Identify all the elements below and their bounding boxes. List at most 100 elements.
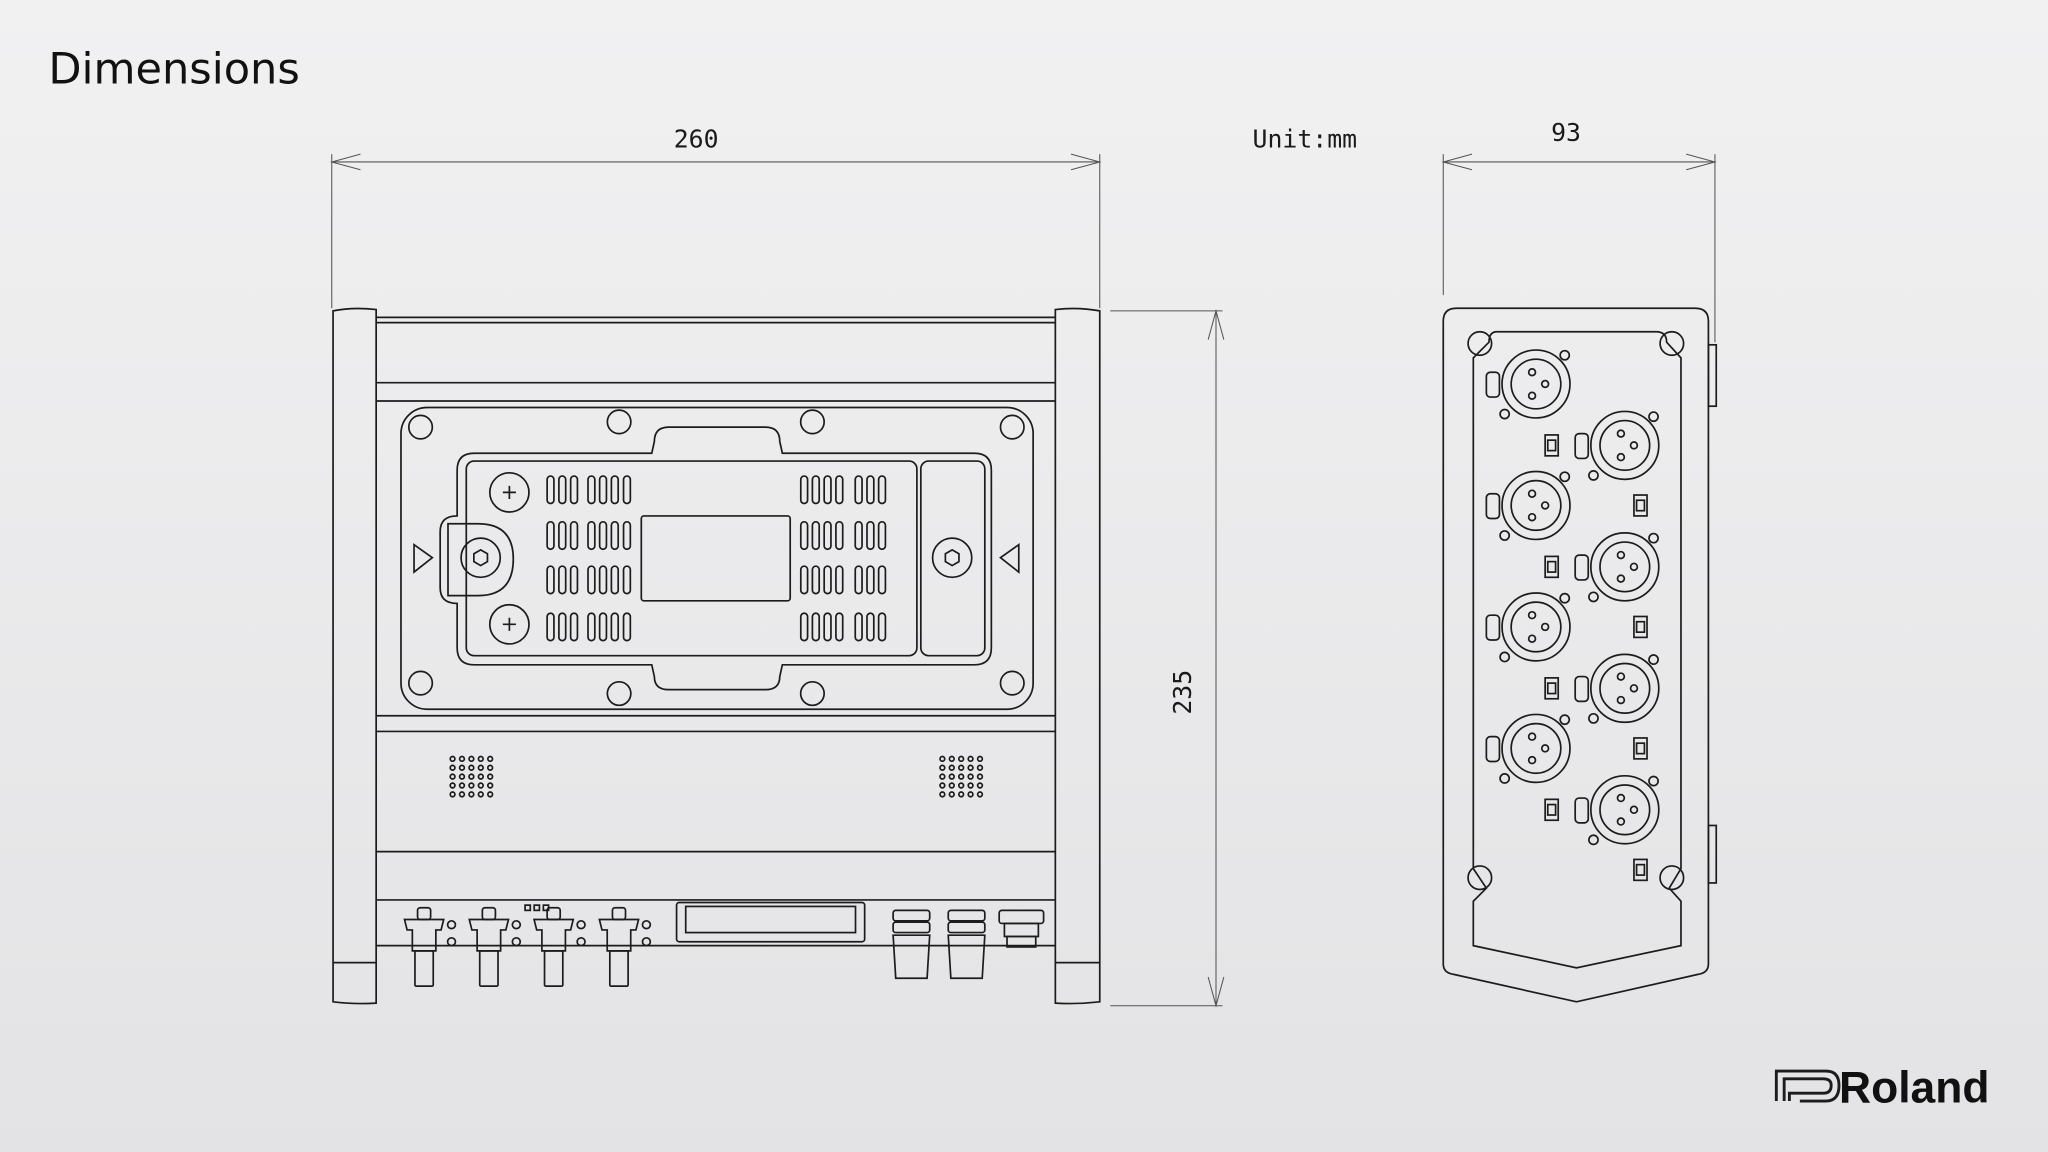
vent-slot: [866, 565, 875, 595]
speaker-hole: [486, 764, 494, 771]
speaker-hole: [458, 773, 466, 780]
pad-switch: [1544, 434, 1560, 457]
front-view-drawing: [332, 307, 1101, 1005]
indicator-led: [533, 904, 541, 912]
vent-slot: [598, 612, 608, 642]
screw-hole: [999, 414, 1025, 440]
speaker-hole: [939, 791, 946, 798]
pad-switch: [1544, 677, 1560, 700]
speaker-hole: [948, 791, 955, 798]
xlr-input-jack: [468, 918, 510, 952]
vent-slot: [854, 475, 863, 505]
vent-slot: [587, 565, 596, 595]
vent-slot: [598, 475, 608, 505]
height-value: 235: [1168, 670, 1197, 715]
side-view-drawing: [1442, 307, 1718, 1003]
xlr-connector: [1590, 774, 1660, 845]
speaker-hole: [468, 764, 475, 771]
vent-slot: [799, 520, 809, 551]
vent-slot: [569, 475, 579, 505]
speaker-hole: [948, 764, 955, 771]
vent-slot: [610, 475, 620, 505]
vent-slot: [587, 475, 596, 505]
vent-slot: [835, 520, 844, 551]
speaker-hole: [957, 782, 965, 789]
output-jack: [998, 909, 1045, 925]
vent-slot: [835, 612, 844, 642]
hex-screw-icon: [460, 537, 502, 579]
pad-switch: [1544, 555, 1560, 579]
speaker-hole: [468, 773, 475, 780]
left-pointing-triangle-icon: [999, 543, 1020, 574]
screw-hole: [1659, 330, 1685, 357]
speaker-hole: [477, 764, 484, 771]
speaker-hole: [957, 764, 965, 771]
vent-slot: [877, 612, 887, 642]
speaker-hole: [458, 755, 466, 763]
speaker-hole: [939, 773, 946, 780]
indicator-led: [524, 904, 532, 912]
vent-slot: [587, 612, 596, 642]
speaker-hole: [967, 791, 974, 798]
speaker-hole: [939, 764, 946, 771]
speaker-hole: [957, 773, 965, 780]
vent-slot: [546, 520, 555, 551]
vent-slot: [877, 520, 887, 551]
vent-slot: [569, 612, 579, 642]
speaker-hole: [486, 782, 494, 789]
vent-slot: [799, 475, 809, 505]
vent-slot: [558, 612, 567, 642]
vent-slot: [546, 475, 555, 505]
screw-hole: [1467, 330, 1493, 357]
vent-slot: [835, 475, 844, 505]
indicator-led: [542, 904, 550, 912]
xlr-input-jack: [598, 918, 640, 952]
speaker-hole: [486, 755, 494, 763]
vent-slot: [854, 565, 863, 595]
speaker-hole: [957, 755, 965, 763]
top-panel: [400, 406, 1034, 711]
vent-slot: [622, 612, 632, 642]
panel-inner-frame: [439, 426, 993, 691]
speaker-hole: [477, 755, 484, 763]
speaker-hole: [458, 782, 466, 789]
plus-screw-icon: [488, 603, 530, 645]
vent-slot: [866, 612, 875, 642]
xlr-latch: [1485, 492, 1501, 520]
speaker-hole: [948, 782, 955, 789]
speaker-hole: [967, 782, 974, 789]
xlr-connector: [1590, 410, 1660, 481]
display-window: [640, 515, 792, 602]
vent-slot: [811, 565, 821, 595]
screw-hole: [606, 680, 632, 707]
speaker-hole: [976, 773, 984, 780]
screw-hole: [999, 670, 1025, 696]
vent-slot: [854, 520, 863, 551]
unit-label: Unit:mm: [1253, 125, 1358, 154]
xlr-connector: [1590, 653, 1660, 724]
screw-hole: [1659, 865, 1685, 891]
vent-slot: [811, 612, 821, 642]
screw-hole: [799, 680, 826, 707]
width-dimension: 260: [329, 125, 1102, 309]
vent-slot: [799, 612, 809, 642]
xlr-connector: [1501, 713, 1571, 784]
hex-screw-icon: [931, 537, 973, 579]
speaker-hole: [939, 782, 946, 789]
pad-switch: [1633, 615, 1648, 639]
vent-slot: [835, 565, 844, 595]
pad-switch: [1544, 798, 1560, 822]
screw-hole: [606, 409, 632, 435]
vent-slot: [799, 565, 809, 595]
xlr-input-jack: [403, 918, 445, 952]
speaker-hole: [976, 782, 984, 789]
depth-value: 93: [1551, 118, 1581, 147]
vent-slot: [598, 565, 608, 595]
card-slot: [675, 901, 866, 943]
right-side-post: [1054, 307, 1101, 1005]
pad-switch: [1633, 494, 1648, 517]
xlr-latch: [1574, 432, 1590, 460]
combo-output-jack: [947, 909, 986, 922]
speaker-hole: [976, 791, 984, 798]
